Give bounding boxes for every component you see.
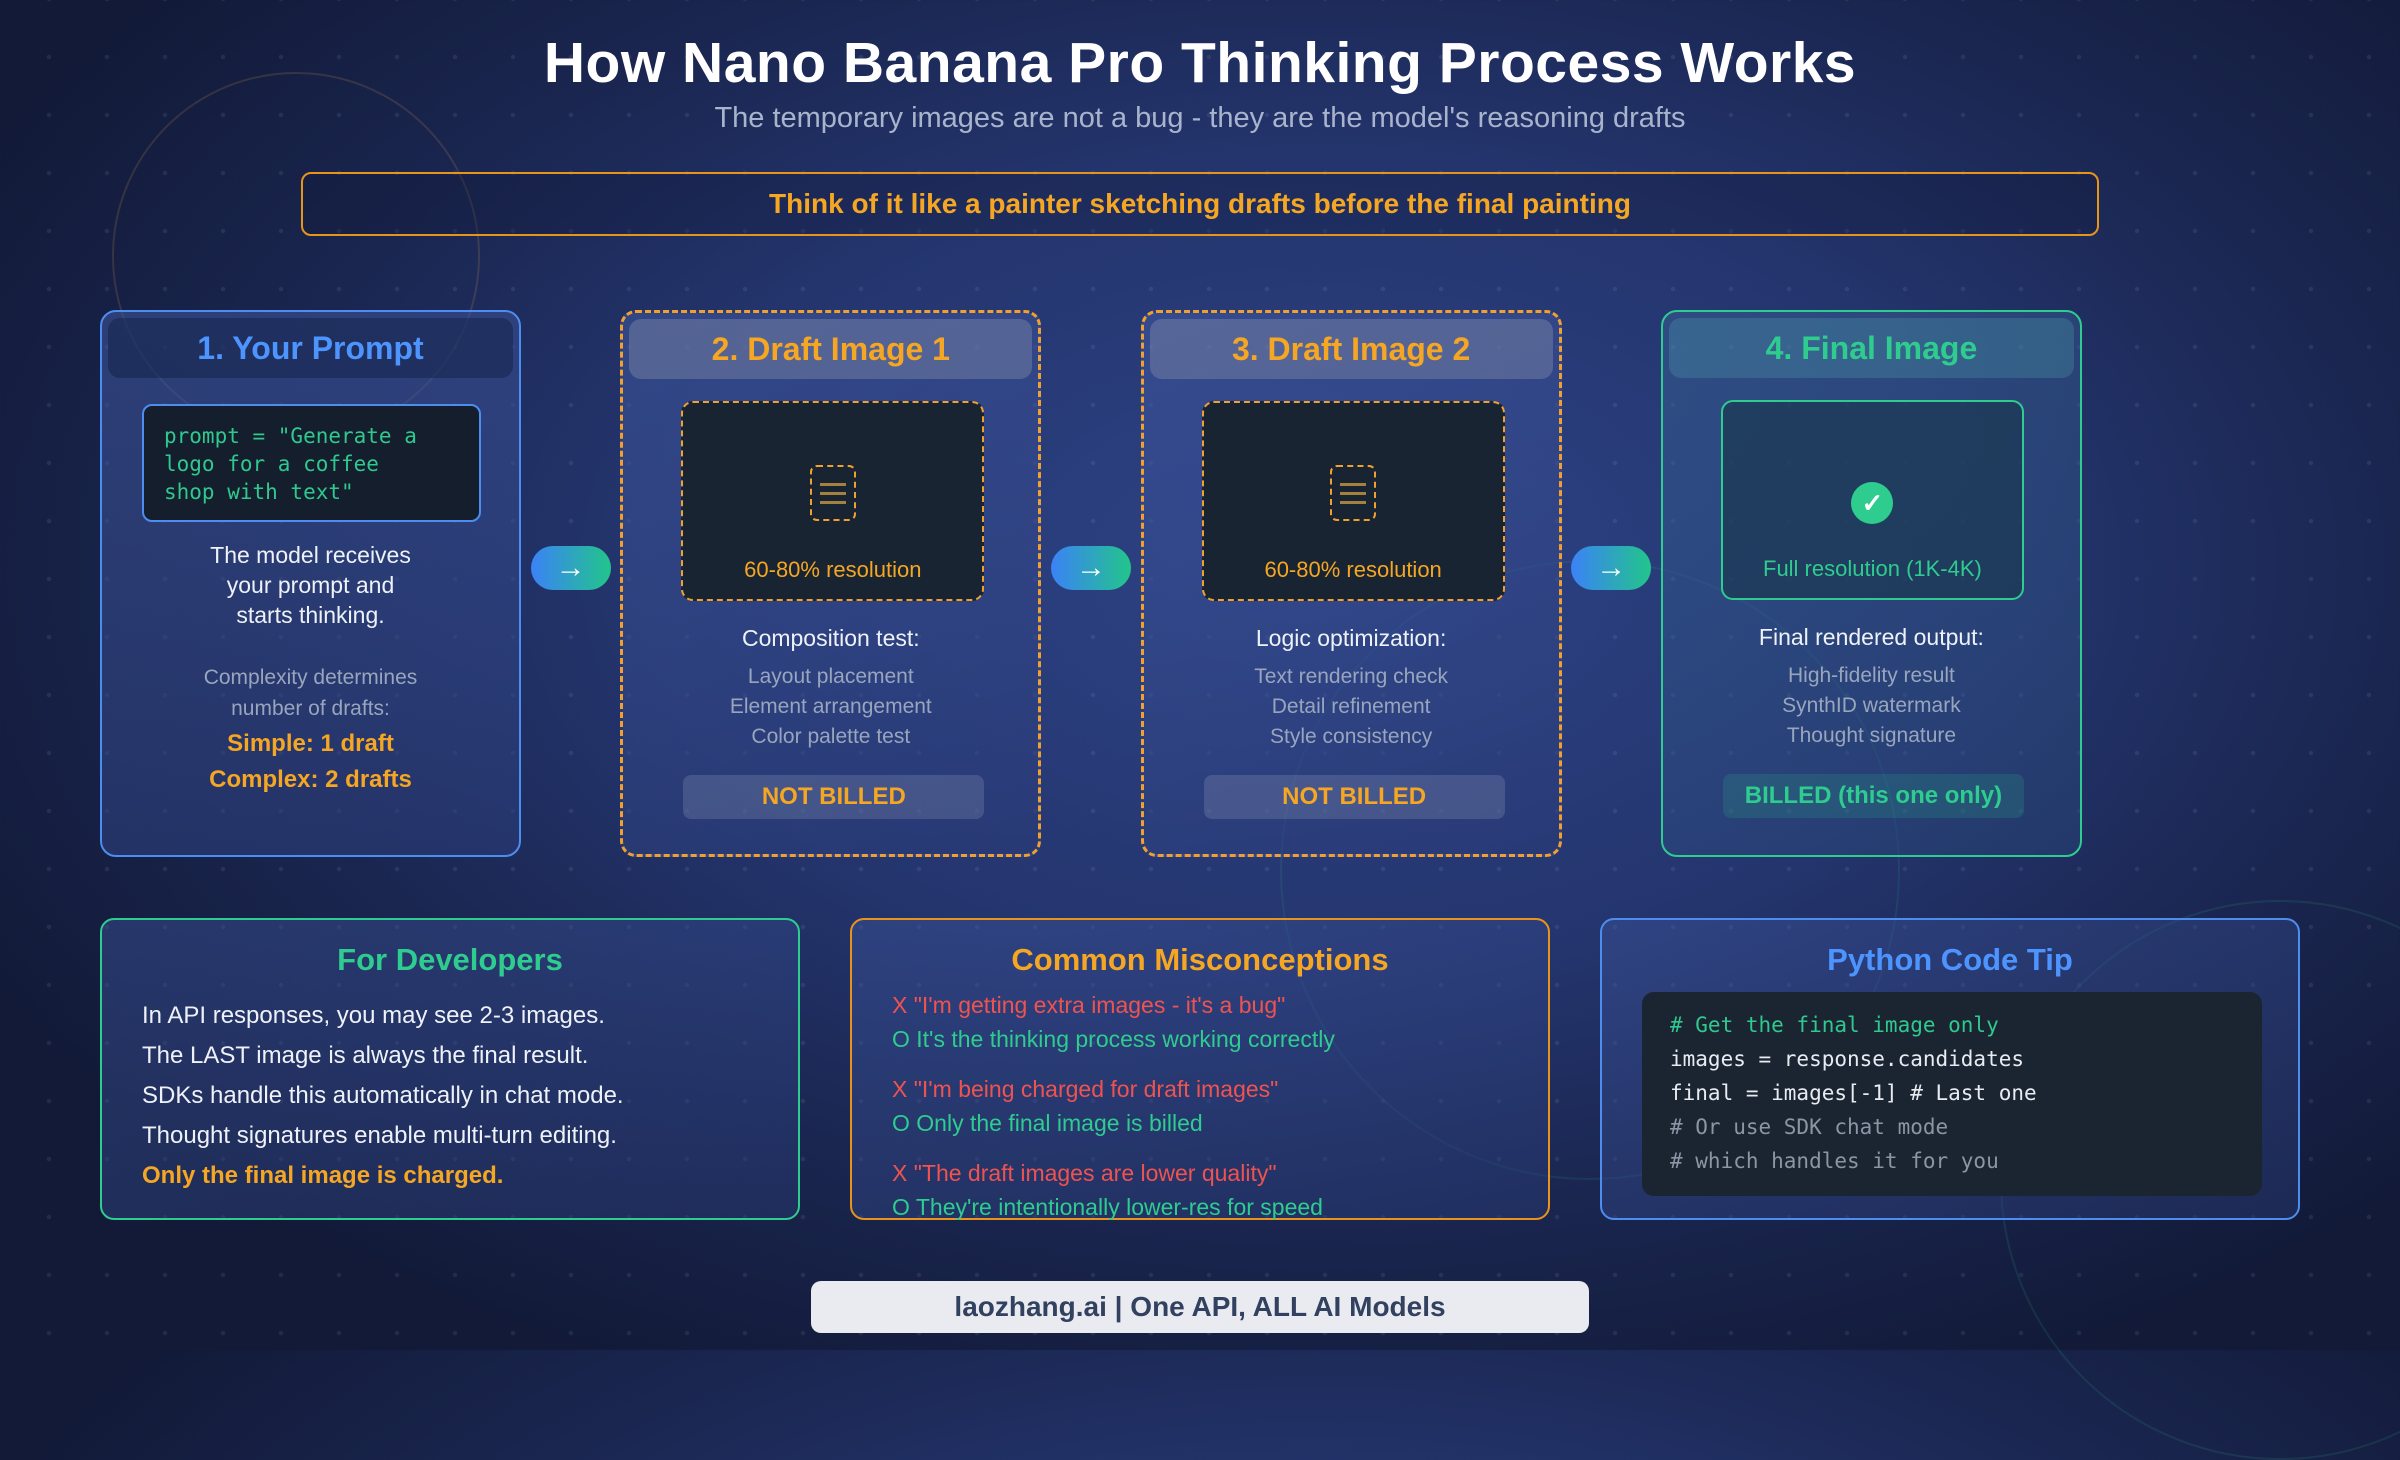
step3-checklist: Logic optimization: Text rendering check…: [1144, 625, 1559, 752]
code-line: prompt = "Generate a: [164, 424, 417, 448]
step1-complexity-note: Complexity determines number of drafts:: [102, 662, 519, 724]
step1-title: 1. Your Prompt: [108, 318, 513, 378]
desc-line: The model receives: [210, 542, 411, 568]
for-developers-title: For Developers: [337, 942, 563, 977]
final-image-placeholder: ✓ Full resolution (1K-4K): [1720, 400, 2024, 600]
prompt-code-block: prompt = "Generate a logo for a coffee sho…: [142, 404, 481, 522]
resolution-label: Full resolution (1K-4K): [1763, 556, 1982, 581]
python-code-block: # Get the final image only images = respo…: [1642, 992, 2262, 1196]
complex-draft-highlight: Complex: 2 drafts: [209, 766, 412, 793]
misconception-right: O They're intentionally lower-res for sp…: [892, 1194, 1323, 1220]
step1-description: The model receives your prompt and start…: [102, 540, 519, 630]
draft-document-icon: [1330, 465, 1377, 521]
python-tip-title: Python Code Tip: [1827, 942, 2073, 977]
draft-image-placeholder: 60-80% resolution: [681, 401, 985, 601]
python-code-tip-card: Python Code Tip # Get the final image on…: [1600, 918, 2300, 1220]
code-line: logo for a coffee: [164, 452, 379, 476]
code-line: images = response.candidates: [1670, 1047, 2025, 1071]
step2-draft-image-1-card: 2. Draft Image 1 60-80% resolution Compo…: [620, 310, 1042, 857]
flow-arrow-2: →: [1050, 546, 1131, 590]
checklist-item: Style consistency: [1270, 725, 1433, 748]
checklist-item: High-fidelity result: [1787, 664, 1955, 687]
misconception-wrong: X "I'm being charged for draft images": [892, 1076, 1279, 1102]
checklist-item: Layout placement: [747, 665, 914, 688]
info-cards-row: For Developers In API responses, you may…: [100, 918, 2301, 1220]
code-line: final = images[-1] # Last one: [1670, 1081, 2037, 1105]
desc-line: starts thinking.: [236, 602, 385, 628]
step4-final-image-card: 4. Final Image ✓ Full resolution (1K-4K)…: [1660, 310, 2082, 857]
arrow-right-icon: →: [1075, 551, 1106, 584]
developer-note: SDKs handle this automatically in chat m…: [142, 1082, 624, 1109]
note-line: Complexity determines: [203, 666, 418, 689]
checklist-item: Thought signature: [1786, 724, 1957, 747]
misconception-wrong: X "The draft images are lower quality": [892, 1160, 1277, 1186]
icon-bar: [819, 500, 846, 504]
common-misconceptions-card: Common Misconceptions X "I'm getting ext…: [850, 918, 1550, 1220]
checklist-item: Text rendering check: [1254, 665, 1449, 688]
developer-note: In API responses, you may see 2-3 images…: [142, 1002, 605, 1029]
footer-brand-badge: laozhang.ai | One API, ALL AI Models: [811, 1281, 1589, 1333]
desc-line: your prompt and: [226, 572, 395, 598]
billing-badge-not-billed: NOT BILLED: [1203, 775, 1505, 819]
billing-badge-not-billed: NOT BILLED: [683, 775, 985, 819]
flow-arrow-3: →: [1571, 546, 1652, 590]
code-line: shop with text": [164, 480, 354, 504]
arrow-right-icon: →: [1596, 551, 1627, 584]
flow-arrow-1: →: [530, 546, 611, 590]
note-line: number of drafts:: [231, 697, 390, 720]
checklist-title: Composition test:: [741, 625, 920, 651]
page-subtitle: The temporary images are not a bug - the…: [714, 102, 1686, 134]
step3-title: 3. Draft Image 2: [1149, 319, 1553, 379]
for-developers-card: For Developers In API responses, you may…: [100, 918, 800, 1220]
step4-title: 4. Final Image: [1668, 318, 2074, 378]
checklist-item: SynthID watermark: [1782, 694, 1961, 717]
resolution-label: 60-80% resolution: [1264, 557, 1442, 582]
page-title: How Nano Banana Pro Thinking Process Wor…: [543, 31, 1857, 95]
developer-note: Thought signatures enable multi-turn edi…: [142, 1122, 617, 1149]
checklist-item: Detail refinement: [1271, 695, 1431, 718]
check-circle-icon: ✓: [1851, 482, 1894, 524]
checklist-title: Logic optimization:: [1255, 625, 1447, 651]
misconception-right: O It's the thinking process working corr…: [892, 1026, 1335, 1052]
checkmark-icon: ✓: [1861, 487, 1884, 518]
spacer: [892, 1140, 1528, 1156]
simple-draft-highlight: Simple: 1 draft: [227, 730, 394, 757]
step2-title: 2. Draft Image 1: [629, 319, 1033, 379]
step1-your-prompt-card: 1. Your Prompt prompt = "Generate a logo …: [100, 310, 521, 857]
icon-bar: [1340, 500, 1367, 504]
arrow-right-icon: →: [555, 551, 586, 584]
code-comment: # Or use SDK chat mode: [1670, 1115, 1949, 1139]
checklist-item: Color palette test: [751, 725, 911, 748]
developer-note-highlight: Only the final image is charged.: [142, 1162, 504, 1189]
icon-bar: [819, 482, 846, 486]
misconception-list: X "I'm getting extra images - it's a bug…: [892, 988, 1528, 1224]
draft-document-icon: [809, 465, 856, 521]
misconceptions-title: Common Misconceptions: [1011, 942, 1389, 977]
analogy-banner: Think of it like a painter sketching dra…: [301, 172, 2099, 236]
icon-bar: [819, 491, 846, 495]
icon-bar: [1340, 482, 1367, 486]
developer-note: The LAST image is always the final resul…: [142, 1042, 589, 1069]
draft-image-placeholder: 60-80% resolution: [1201, 401, 1505, 601]
checklist-item: Element arrangement: [729, 695, 932, 718]
icon-bar: [1340, 491, 1367, 495]
spacer: [892, 1056, 1528, 1072]
step3-draft-image-2-card: 3. Draft Image 2 60-80% resolution Logic…: [1140, 310, 1562, 857]
code-comment: # which handles it for you: [1670, 1149, 1999, 1173]
misconception-right: O Only the final image is billed: [892, 1110, 1203, 1136]
resolution-label: 60-80% resolution: [744, 557, 922, 582]
checklist-title: Final rendered output:: [1758, 624, 1984, 650]
developer-notes: In API responses, you may see 2-3 images…: [142, 996, 768, 1196]
billing-badge-billed: BILLED (this one only): [1722, 774, 2024, 818]
step2-checklist: Composition test: Layout placement Eleme…: [623, 625, 1038, 752]
step4-checklist: Final rendered output: High-fidelity res…: [1663, 624, 2080, 751]
code-comment: # Get the final image only: [1670, 1013, 1999, 1037]
process-flow-row: 1. Your Prompt prompt = "Generate a logo …: [100, 310, 2082, 857]
misconception-wrong: X "I'm getting extra images - it's a bug…: [892, 992, 1286, 1018]
